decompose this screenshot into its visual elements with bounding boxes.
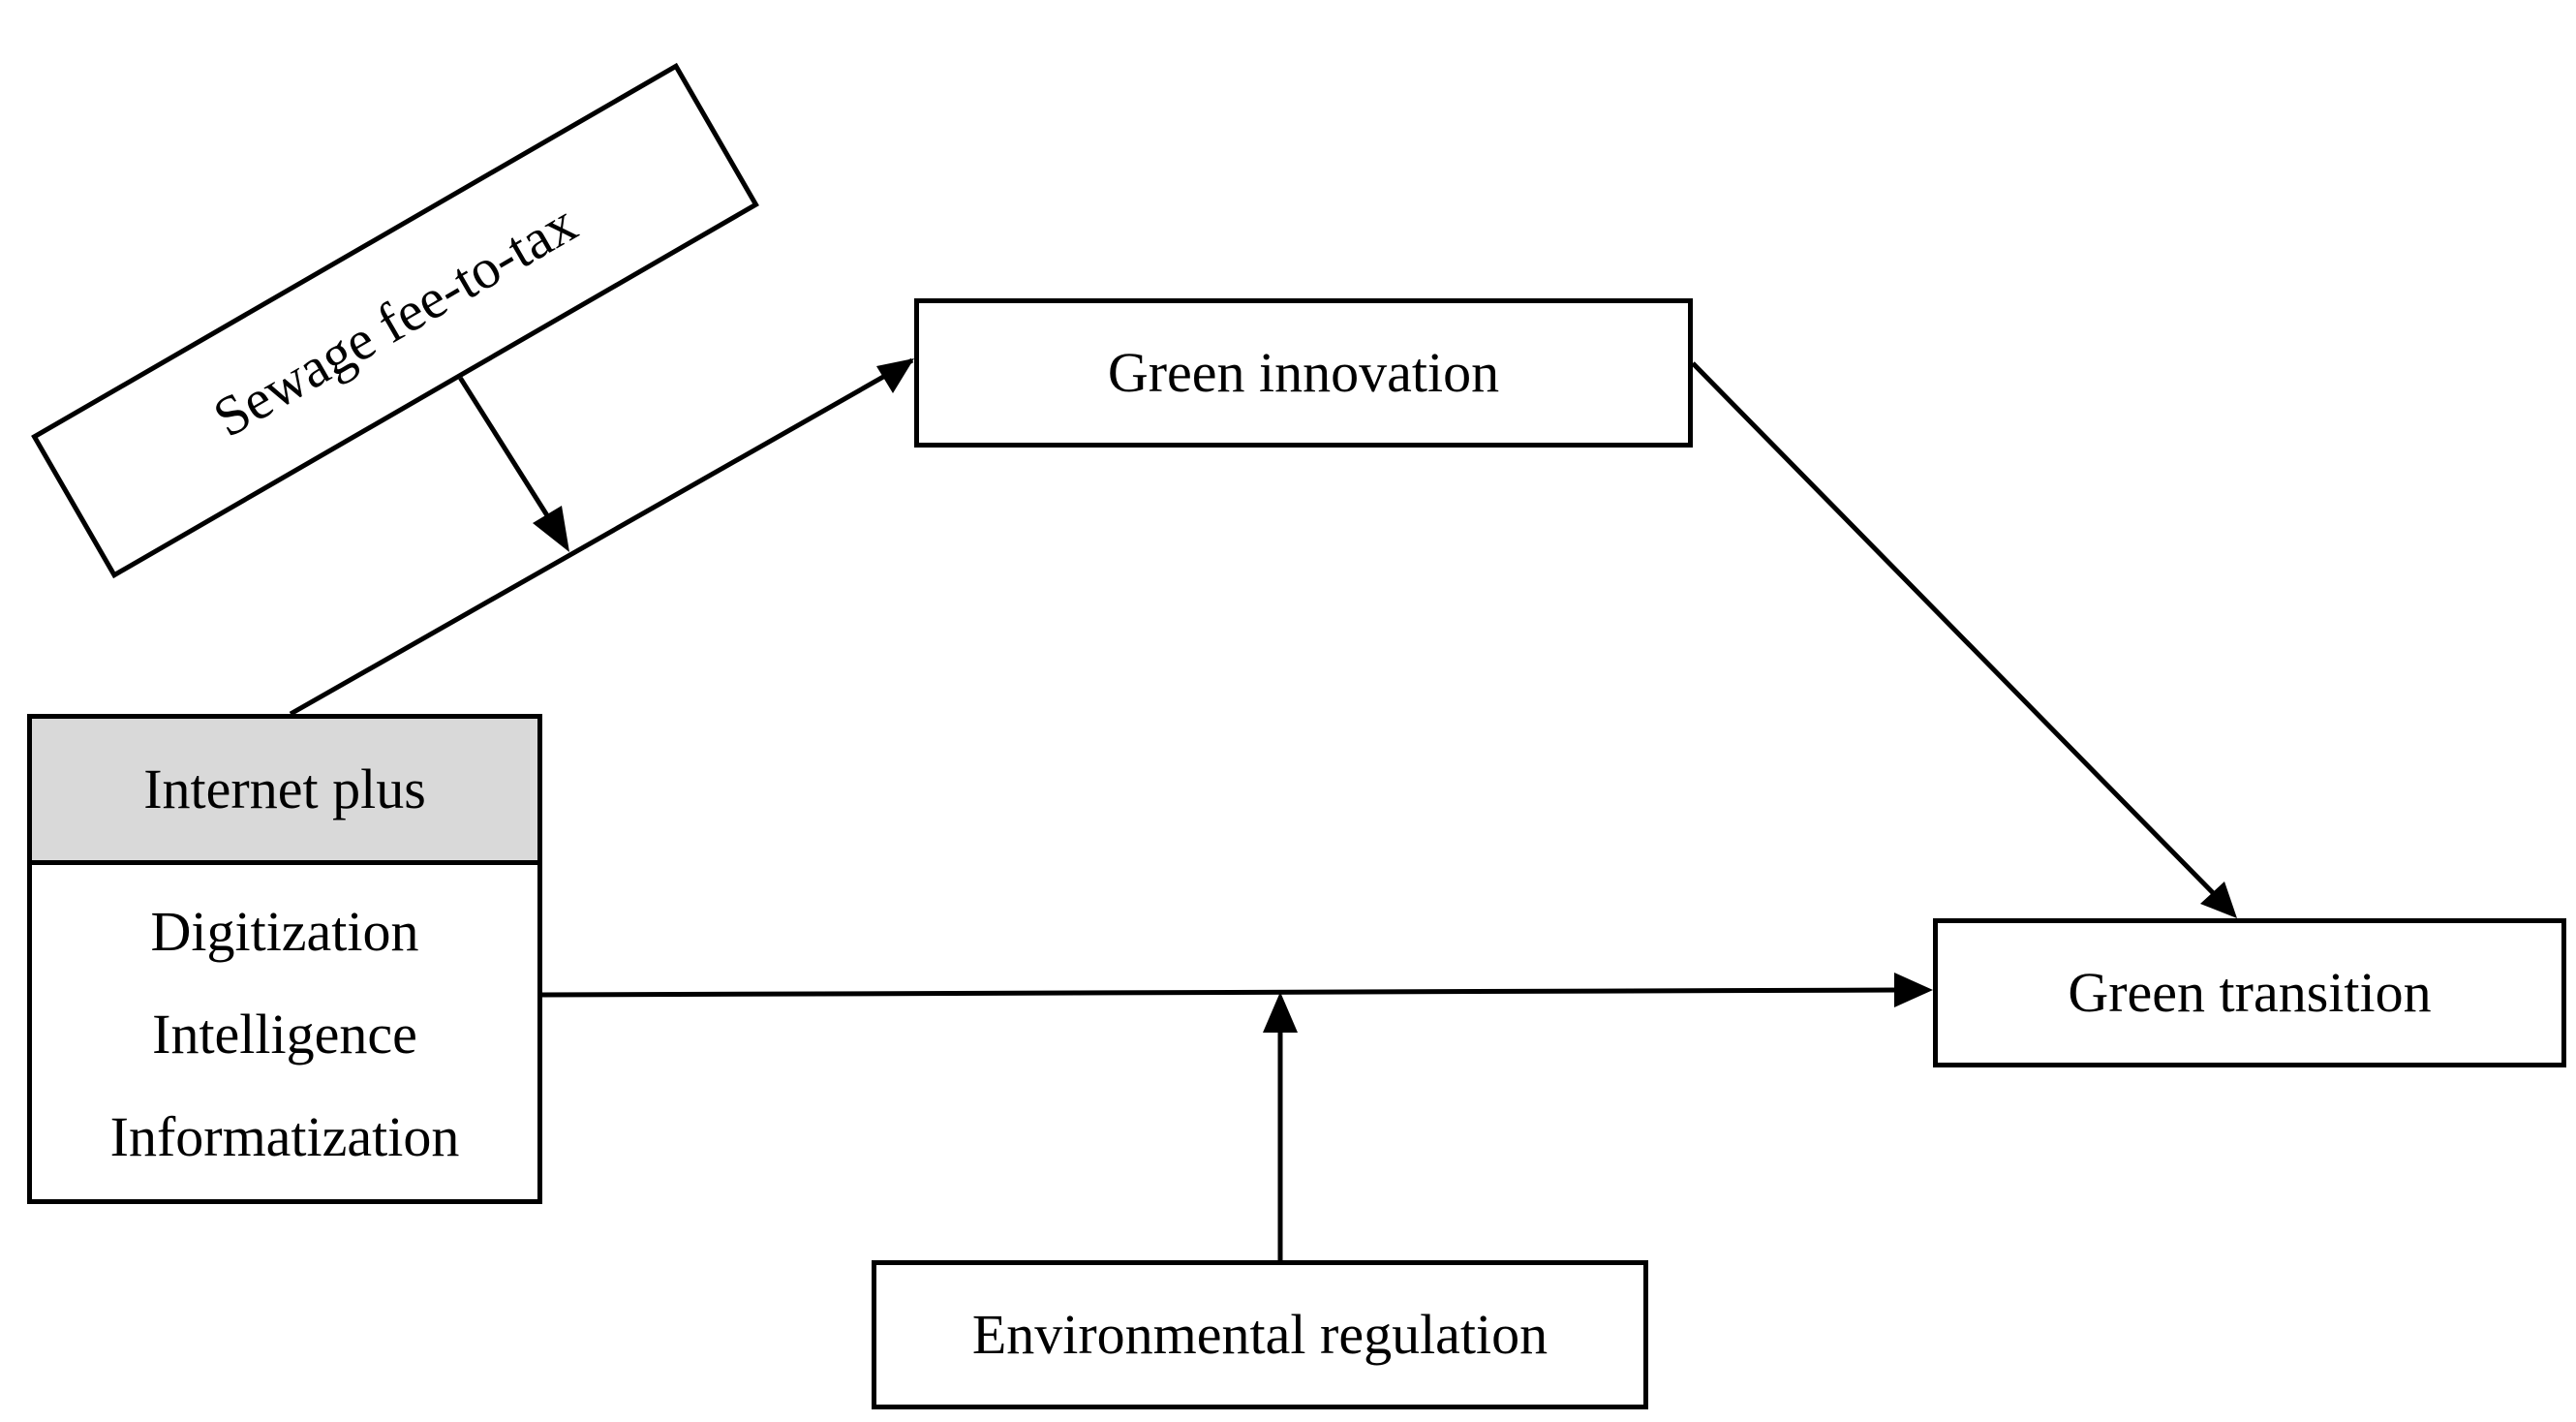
dimension-digitization: Digitization xyxy=(150,900,419,963)
arrowhead-env-moderator xyxy=(1263,992,1298,1033)
internet-plus-dimensions: Digitization Intelligence Informatizatio… xyxy=(32,865,537,1212)
internet-plus-title: Internet plus xyxy=(143,757,426,820)
edge-internet-to-transition xyxy=(541,987,1899,998)
internet-plus-header: Internet plus xyxy=(32,719,537,865)
environmental-regulation-label: Environmental regulation xyxy=(971,1303,1549,1366)
edge-internet-to-innovation xyxy=(289,357,914,717)
internet-plus-node: Internet plus Digitization Intelligence … xyxy=(27,714,542,1204)
dimension-informatization: Informatization xyxy=(109,1105,460,1168)
arrowhead-innovation xyxy=(876,358,914,393)
green-transition-node: Green transition xyxy=(1933,918,2566,1067)
green-innovation-node: Green innovation xyxy=(914,298,1693,448)
green-innovation-label: Green innovation xyxy=(1107,341,1500,404)
arrowhead-sewage-moderator xyxy=(533,506,569,552)
edge-innovation-to-transition xyxy=(1691,361,2232,912)
environmental-regulation-node: Environmental regulation xyxy=(872,1260,1648,1409)
arrowhead-transition-horiz xyxy=(1894,973,1933,1007)
arrowhead-transition-diag xyxy=(2200,881,2237,918)
dimension-intelligence: Intelligence xyxy=(152,1003,417,1066)
green-transition-label: Green transition xyxy=(2068,961,2432,1024)
